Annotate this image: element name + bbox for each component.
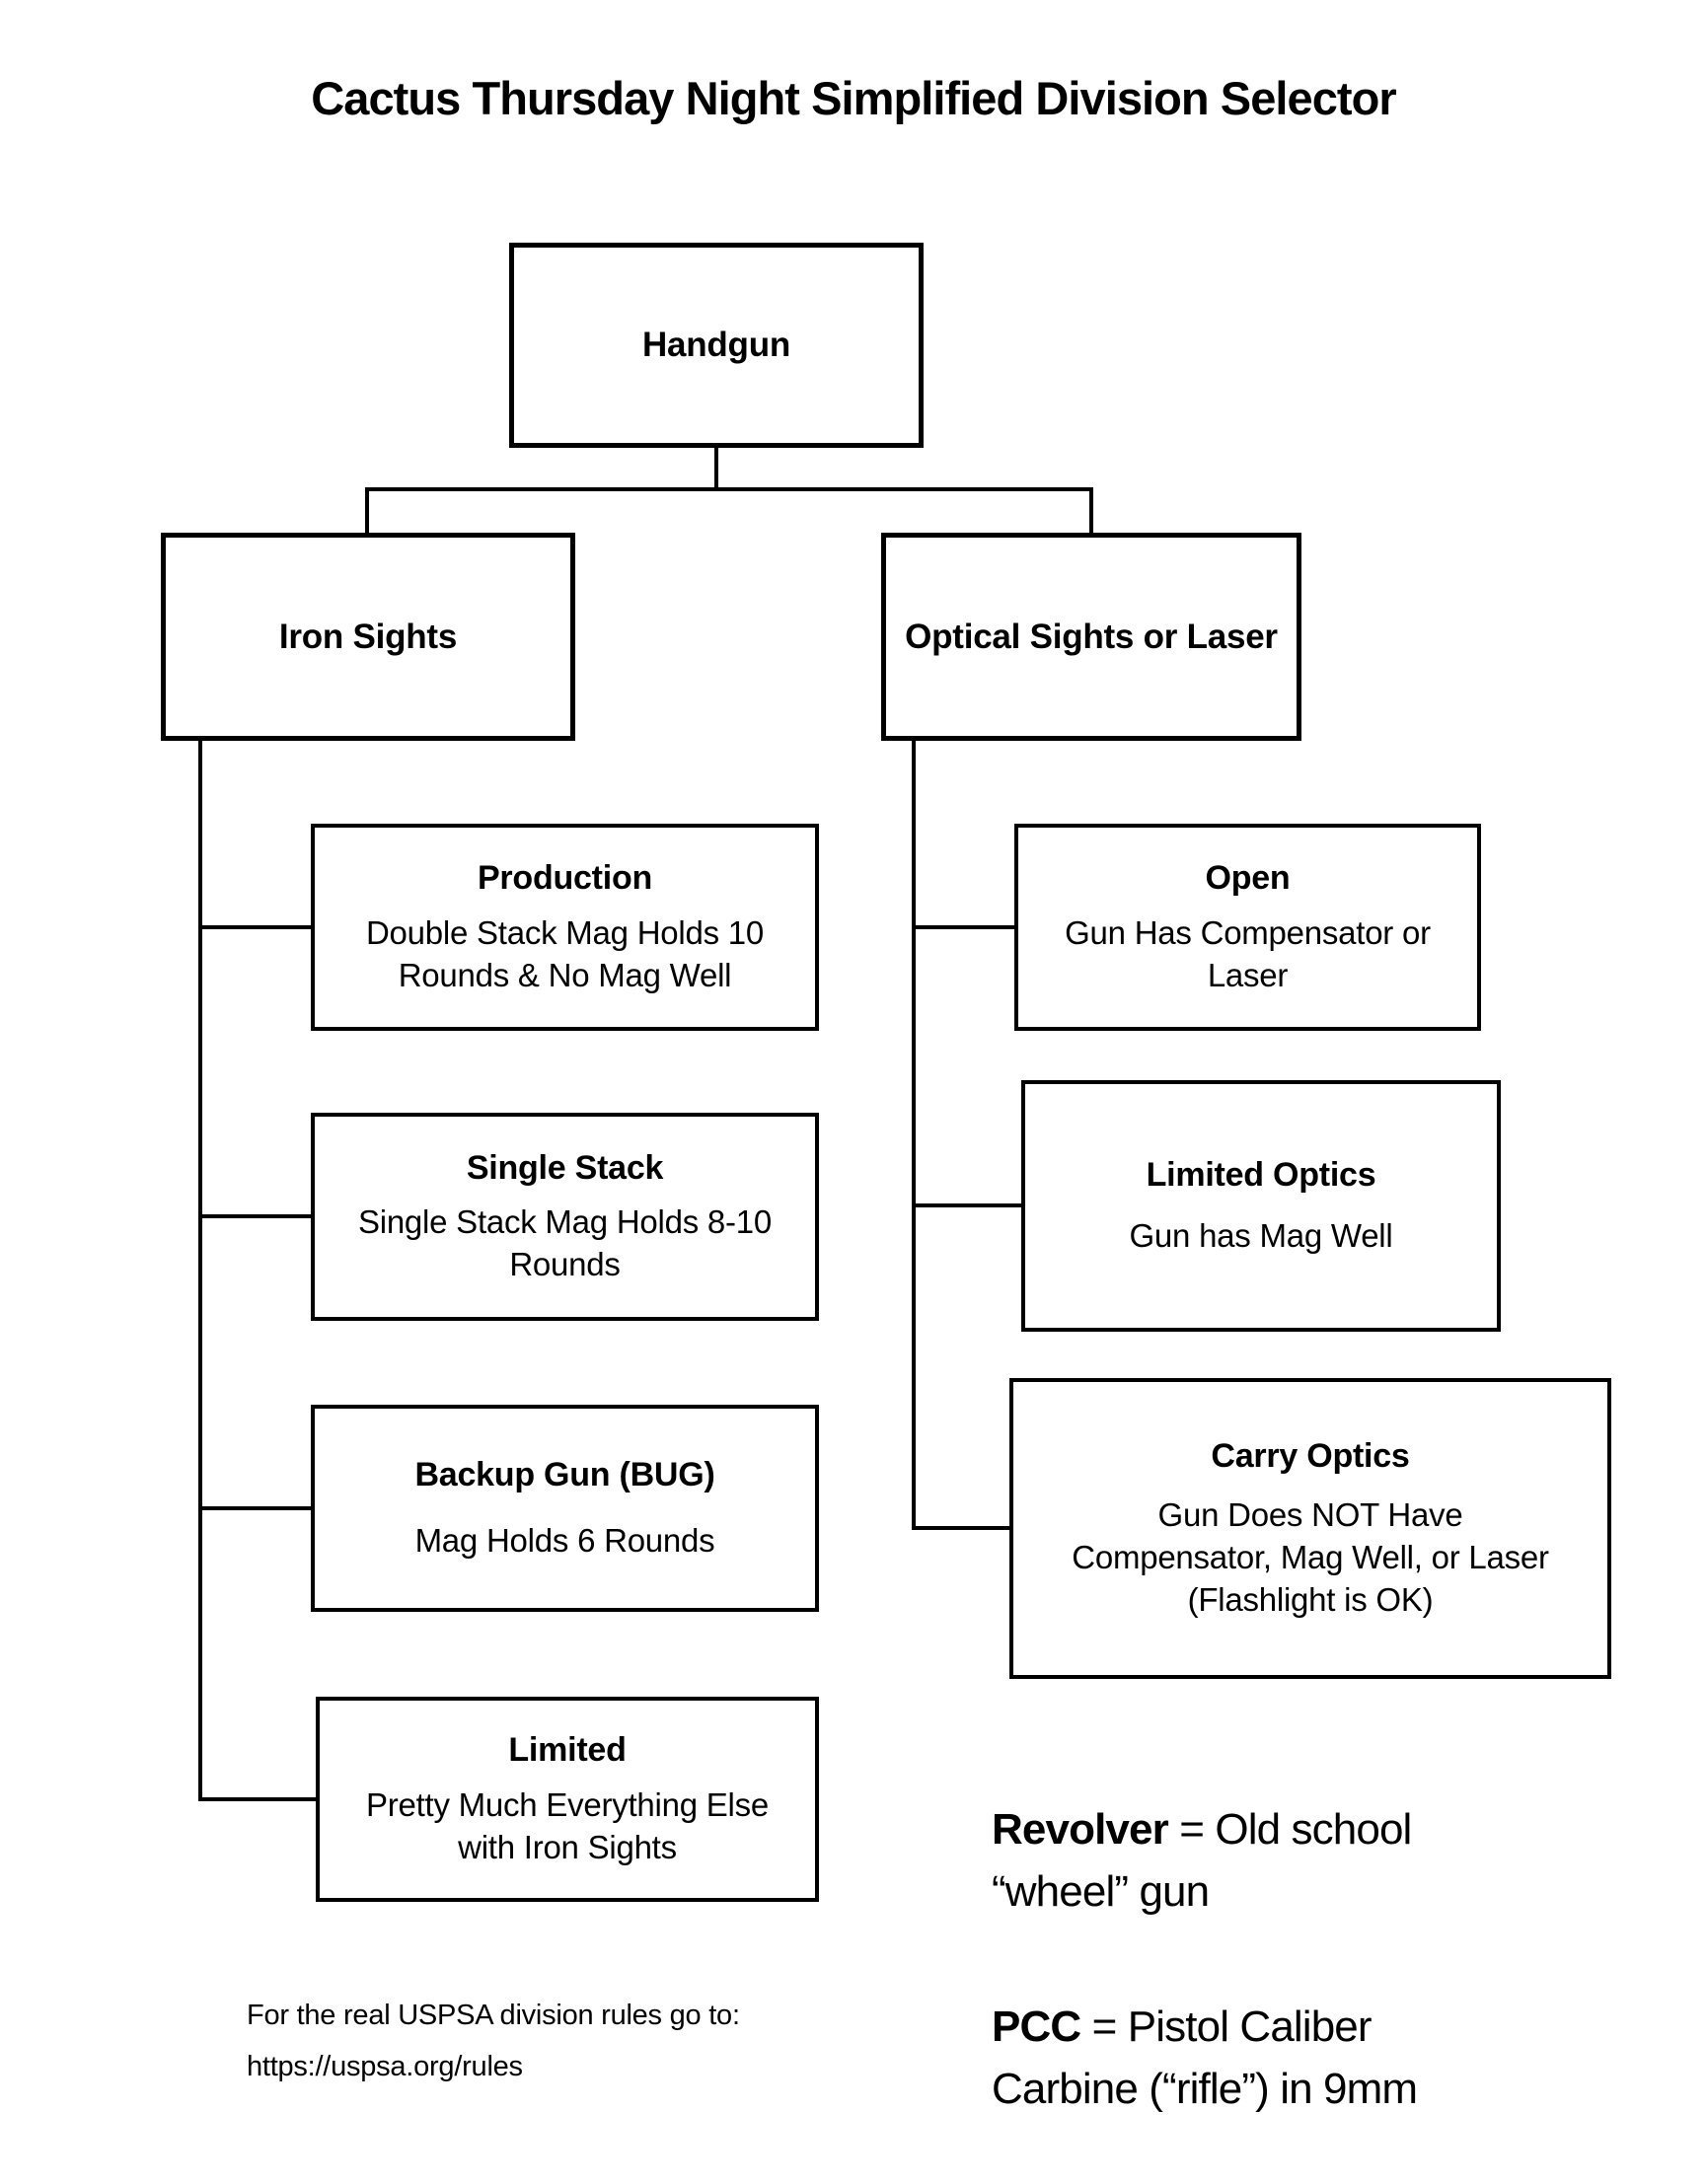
node-iron-sights: Iron Sights [161, 533, 575, 741]
leaf-single-stack-title: Single Stack [466, 1148, 664, 1187]
leaf-limited-body: Pretty Much Everything Else with Iron Si… [365, 1785, 770, 1865]
connector-optical-drop [1089, 487, 1093, 535]
footnote: For the real USPSA division rules go to:… [247, 2000, 740, 2082]
leaf-carry-optics-title: Carry Optics [1211, 1436, 1410, 1475]
leaf-limited: Limited Pretty Much Everything Else with… [316, 1697, 819, 1902]
legend-pcc-definition: = Pistol Caliber Carbine (“rifle”) in 9m… [992, 2002, 1418, 2113]
node-iron-sights-label: Iron Sights [278, 617, 458, 656]
legend-revolver-term: Revolver [992, 1805, 1169, 1855]
leaf-backup-gun-body: Mag Holds 6 Rounds [414, 1521, 715, 1559]
legend-revolver-definition: = Old school “wheel” gun [992, 1805, 1412, 1916]
connector-iron-drop [365, 487, 369, 535]
legend-pcc: PCC = Pistol Caliber Carbine (“rifle”) i… [992, 1935, 1455, 2120]
connector-top-horizontal [365, 487, 1093, 491]
connector-stub-carry-optics [912, 1526, 1011, 1530]
connector-handgun-drop [714, 444, 718, 491]
leaf-production-title: Production [477, 859, 653, 898]
connector-iron-spine [198, 739, 202, 1801]
page-title: Cactus Thursday Night Simplified Divisio… [311, 72, 1396, 124]
node-optical-sights-or-laser-label: Optical Sights or Laser [905, 617, 1278, 656]
legend-revolver: Revolver = Old school “wheel” gun [992, 1738, 1455, 1923]
node-handgun: Handgun [509, 243, 924, 448]
leaf-single-stack: Single Stack Single Stack Mag Holds 8-10… [311, 1113, 819, 1321]
connector-stub-production [198, 925, 313, 929]
legend-pcc-term: PCC [992, 2002, 1081, 2052]
connector-optical-spine [912, 739, 916, 1530]
leaf-limited-optics: Limited Optics Gun has Mag Well [1021, 1080, 1501, 1332]
leaf-open: Open Gun Has Compensator or Laser [1014, 824, 1481, 1031]
leaf-backup-gun-title: Backup Gun (BUG) [414, 1456, 715, 1494]
leaf-limited-optics-title: Limited Optics [1146, 1155, 1376, 1194]
connector-stub-single-stack [198, 1214, 313, 1218]
connector-stub-open [912, 925, 1016, 929]
connector-stub-limited [198, 1797, 318, 1801]
node-handgun-label: Handgun [642, 326, 790, 364]
leaf-carry-optics-body: Gun Does NOT Have Compensator, Mag Well,… [1072, 1496, 1549, 1619]
leaf-open-title: Open [1205, 859, 1291, 898]
leaf-single-stack-body: Single Stack Mag Holds 8-10 Rounds [357, 1203, 773, 1283]
leaf-production-body: Double Stack Mag Holds 10 Rounds & No Ma… [365, 913, 765, 993]
leaf-limited-optics-body: Gun has Mag Well [1129, 1217, 1393, 1255]
connector-stub-bug [198, 1506, 313, 1510]
leaf-backup-gun: Backup Gun (BUG) Mag Holds 6 Rounds [311, 1405, 819, 1612]
node-optical-sights-or-laser: Optical Sights or Laser [881, 533, 1301, 741]
connector-stub-limited-optics [912, 1203, 1023, 1207]
leaf-limited-title: Limited [508, 1731, 627, 1770]
leaf-carry-optics: Carry Optics Gun Does NOT Have Compensat… [1009, 1378, 1611, 1679]
leaf-open-body: Gun Has Compensator or Laser [1065, 913, 1431, 993]
leaf-production: Production Double Stack Mag Holds 10 Rou… [311, 824, 819, 1031]
